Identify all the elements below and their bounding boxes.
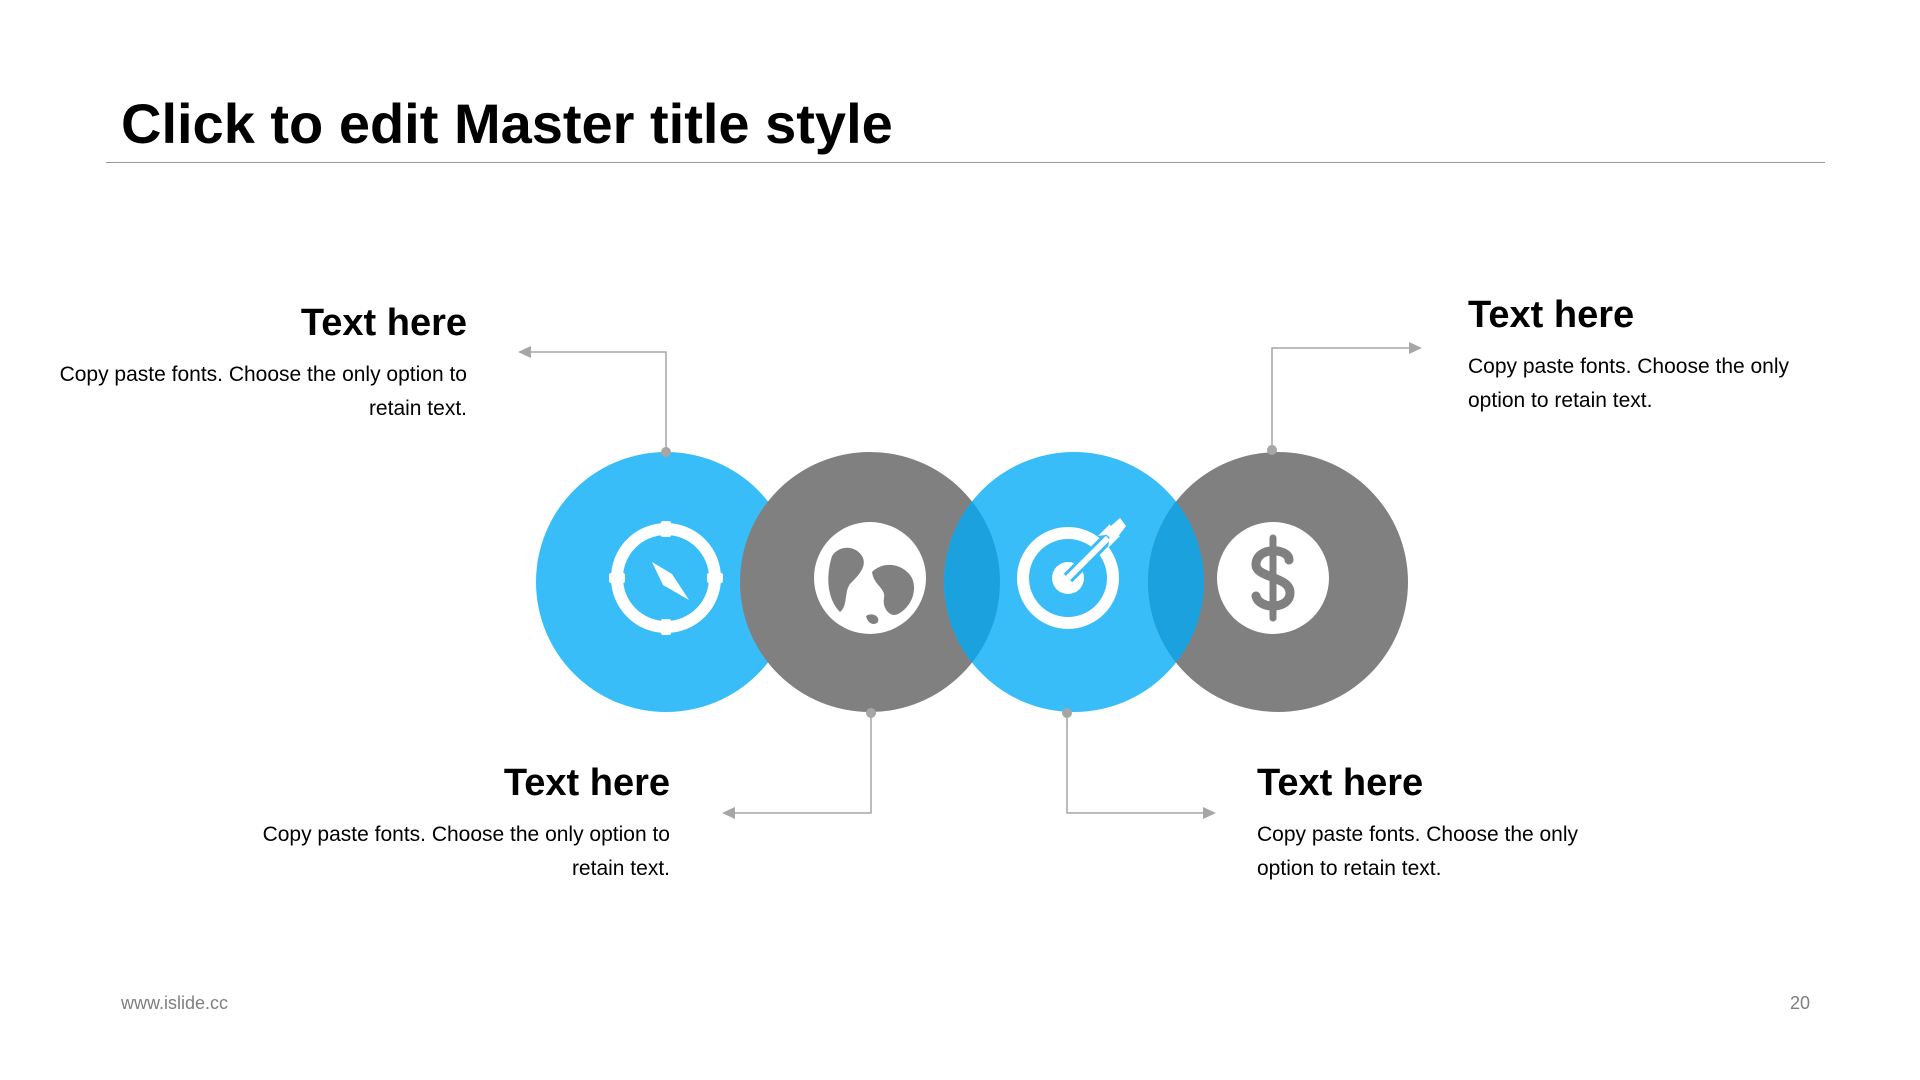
title-divider bbox=[106, 162, 1825, 163]
connectors bbox=[530, 347, 1410, 814]
text-block-body[interactable]: Copy paste fonts. Choose the only option… bbox=[1468, 355, 1790, 412]
arrowhead-2 bbox=[1409, 342, 1422, 354]
page-number: 20 bbox=[1789, 993, 1810, 1013]
connector-dots bbox=[661, 445, 1277, 718]
text-block-body[interactable]: Copy paste fonts. Choose the only option… bbox=[262, 823, 670, 880]
arrowhead-1 bbox=[518, 346, 531, 358]
arrowhead-3 bbox=[722, 807, 735, 819]
arrowhead-4 bbox=[1203, 807, 1216, 819]
dot-1 bbox=[661, 447, 671, 457]
text-block-4: Text here Copy paste fonts. Choose the o… bbox=[1257, 760, 1637, 886]
overlap-2-3 bbox=[943, 501, 1001, 663]
overlap-3-4 bbox=[1147, 501, 1205, 663]
dot-2 bbox=[1267, 445, 1277, 455]
text-block-body[interactable]: Copy paste fonts. Choose the only option… bbox=[1257, 823, 1579, 880]
connector-3 bbox=[734, 713, 872, 814]
dot-4 bbox=[1062, 708, 1072, 718]
text-block-heading[interactable]: Text here bbox=[300, 302, 467, 344]
compass-icon bbox=[609, 521, 723, 635]
dollar-icon bbox=[1217, 522, 1329, 634]
connector-1 bbox=[530, 351, 667, 452]
connector-2 bbox=[1271, 347, 1410, 450]
text-block-3: Text here Copy paste fonts. Choose the o… bbox=[250, 760, 670, 886]
arrowheads bbox=[518, 342, 1422, 819]
text-block-1: Text here Copy paste fonts. Choose the o… bbox=[47, 300, 467, 426]
text-block-heading[interactable]: Text here bbox=[1257, 762, 1424, 804]
footer-url: www.islide.cc bbox=[121, 993, 229, 1013]
target-icon bbox=[1017, 518, 1126, 629]
connector-4 bbox=[1066, 713, 1204, 814]
text-block-heading[interactable]: Text here bbox=[1468, 294, 1635, 336]
text-block-body[interactable]: Copy paste fonts. Choose the only option… bbox=[59, 363, 467, 420]
dot-3 bbox=[866, 708, 876, 718]
globe-icon bbox=[814, 522, 926, 634]
text-block-2: Text here Copy paste fonts. Choose the o… bbox=[1468, 292, 1848, 418]
text-block-heading[interactable]: Text here bbox=[503, 762, 670, 804]
page-title[interactable]: Click to edit Master title style bbox=[121, 92, 893, 155]
